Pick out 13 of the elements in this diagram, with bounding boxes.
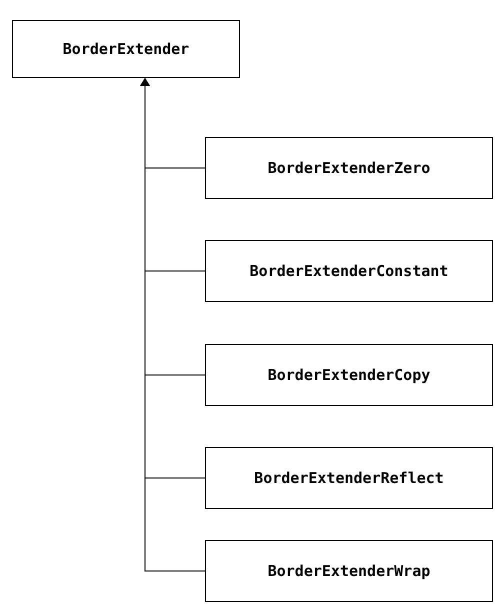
class-box xyxy=(205,240,493,302)
class-name: BorderExtenderCopy xyxy=(268,364,430,386)
class-name: BorderExtenderWrap xyxy=(268,560,430,582)
class-box xyxy=(205,540,493,602)
class-name: BorderExtender xyxy=(62,38,190,60)
class-box xyxy=(12,20,240,78)
inheritance-arrow xyxy=(140,78,206,572)
class-box xyxy=(205,137,493,199)
class-name: BorderExtenderReflect xyxy=(254,468,444,489)
class-name: BorderExtenderConstant xyxy=(250,260,448,282)
class-name: BorderExtenderZero xyxy=(268,158,430,179)
class-box xyxy=(205,447,493,509)
class-box xyxy=(205,344,493,406)
